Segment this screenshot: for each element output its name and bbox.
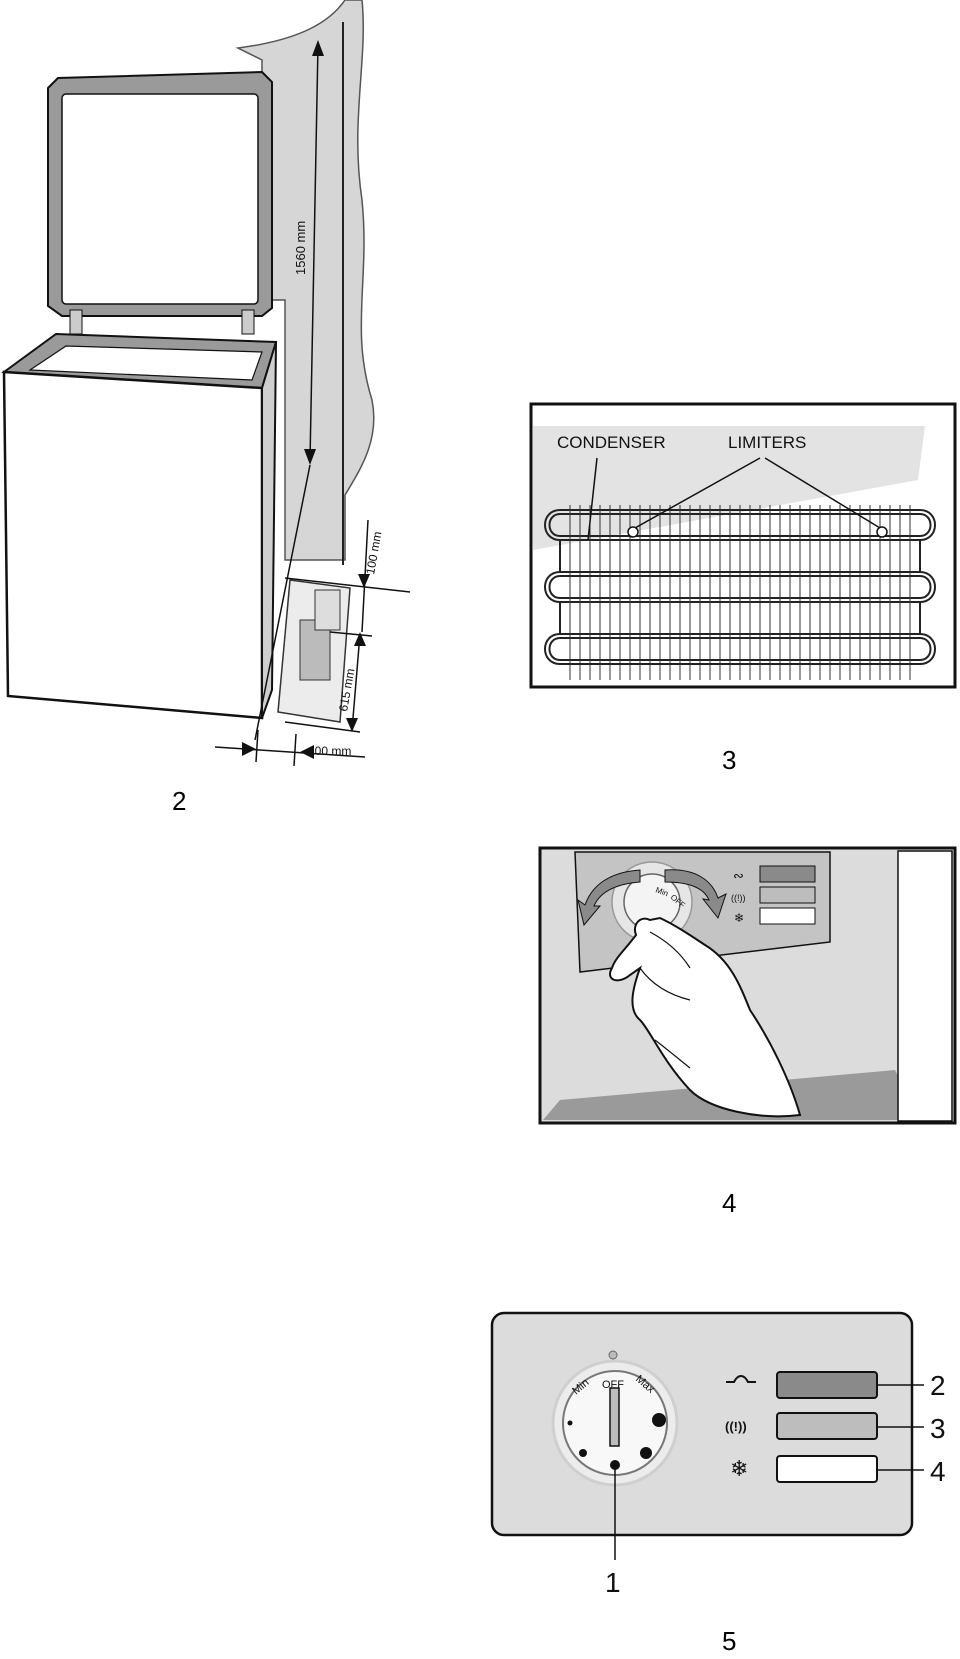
alarm-icon: ((!)) (725, 1419, 747, 1434)
figure-number-5: 5 (722, 1626, 737, 1656)
hand (609, 916, 802, 1118)
callout-1: 1 (605, 1567, 621, 1598)
callout-4: 4 (930, 1456, 946, 1487)
fig4-power-symbol: ∾ (733, 868, 744, 883)
dial-dot-medium-left (579, 1449, 587, 1457)
dim-1560-line (309, 44, 319, 461)
dim-100-bottom-tick-right (293, 733, 297, 767)
limiter-left (627, 526, 639, 538)
floor-guide (254, 464, 311, 741)
fig4-light-alarm (759, 886, 816, 904)
dim-100-bottom-arrow-left (242, 742, 256, 756)
fig4-snow-symbol: ❄ (734, 911, 744, 925)
dim-1560-arrow-top (312, 40, 324, 56)
dim-100-bottom-label: 100 mm (308, 744, 351, 758)
limiter-right (876, 526, 888, 538)
dial-dot-small (567, 1420, 573, 1426)
condenser-coils (544, 509, 936, 665)
fig4-alarm-symbol: ((!)) (731, 893, 746, 903)
power-icon (726, 1375, 756, 1383)
dim-100-top-ext (284, 577, 411, 593)
dial-pointer (609, 1387, 620, 1447)
fig4-light-freeze (759, 907, 816, 925)
dim-1560-label: 1560 mm (293, 221, 308, 275)
rotate-arrow-right (664, 869, 727, 920)
condenser-fins (569, 505, 911, 680)
figure-number-3: 3 (722, 745, 737, 775)
dim-615-ext-bottom (284, 721, 361, 733)
fig4-side-panel (897, 850, 953, 1122)
dim-100-top-ext2 (329, 631, 373, 637)
lid-inner (61, 93, 259, 305)
hand-finger-line-3 (654, 1039, 691, 1069)
condenser-leader (587, 457, 598, 541)
dim-615-arrow-top (354, 632, 366, 646)
dim-100-bottom-line (214, 746, 366, 758)
freezer-side (261, 341, 277, 719)
freeze-light (776, 1455, 878, 1483)
dim-615-arrow-bottom (346, 718, 358, 732)
snowflake-icon: ❄ (730, 1456, 748, 1481)
fig4-dial-min: Min (654, 885, 669, 898)
hinge-right (241, 309, 255, 335)
callout-2: 2 (930, 1370, 946, 1401)
condenser-label: CONDENSER (557, 433, 666, 452)
dim-615-line (351, 633, 361, 731)
freezer-opening (28, 345, 263, 381)
dial-label-off: OFF (602, 1379, 624, 1391)
dim-100-top-arrow (358, 574, 370, 588)
condenser-backdrop (533, 426, 925, 550)
fig4-light-power (759, 865, 816, 883)
pilot-dot (608, 1350, 618, 1360)
dim-1560-arrow-bottom (304, 449, 316, 465)
rotate-arrow-left (577, 869, 641, 927)
dial-dot-largest (652, 1413, 666, 1427)
power-light (776, 1371, 878, 1399)
figure-number-2: 2 (172, 786, 187, 816)
dial-dot-large-right (640, 1447, 652, 1459)
limiters-leader-right (764, 457, 881, 529)
alarm-light (776, 1412, 878, 1440)
hand-finger-line-1 (649, 931, 691, 969)
limiters-label: LIMITERS (728, 433, 806, 452)
hand-finger-line-2 (639, 967, 691, 1001)
compressor-detail-2 (314, 589, 341, 631)
limiters-leader-left (634, 457, 761, 529)
dim-100-bottom-arrow-right (300, 745, 314, 759)
callout-3: 3 (930, 1413, 946, 1444)
figure-number-4: 4 (722, 1188, 737, 1218)
dim-100-bottom-tick-left (255, 729, 259, 763)
